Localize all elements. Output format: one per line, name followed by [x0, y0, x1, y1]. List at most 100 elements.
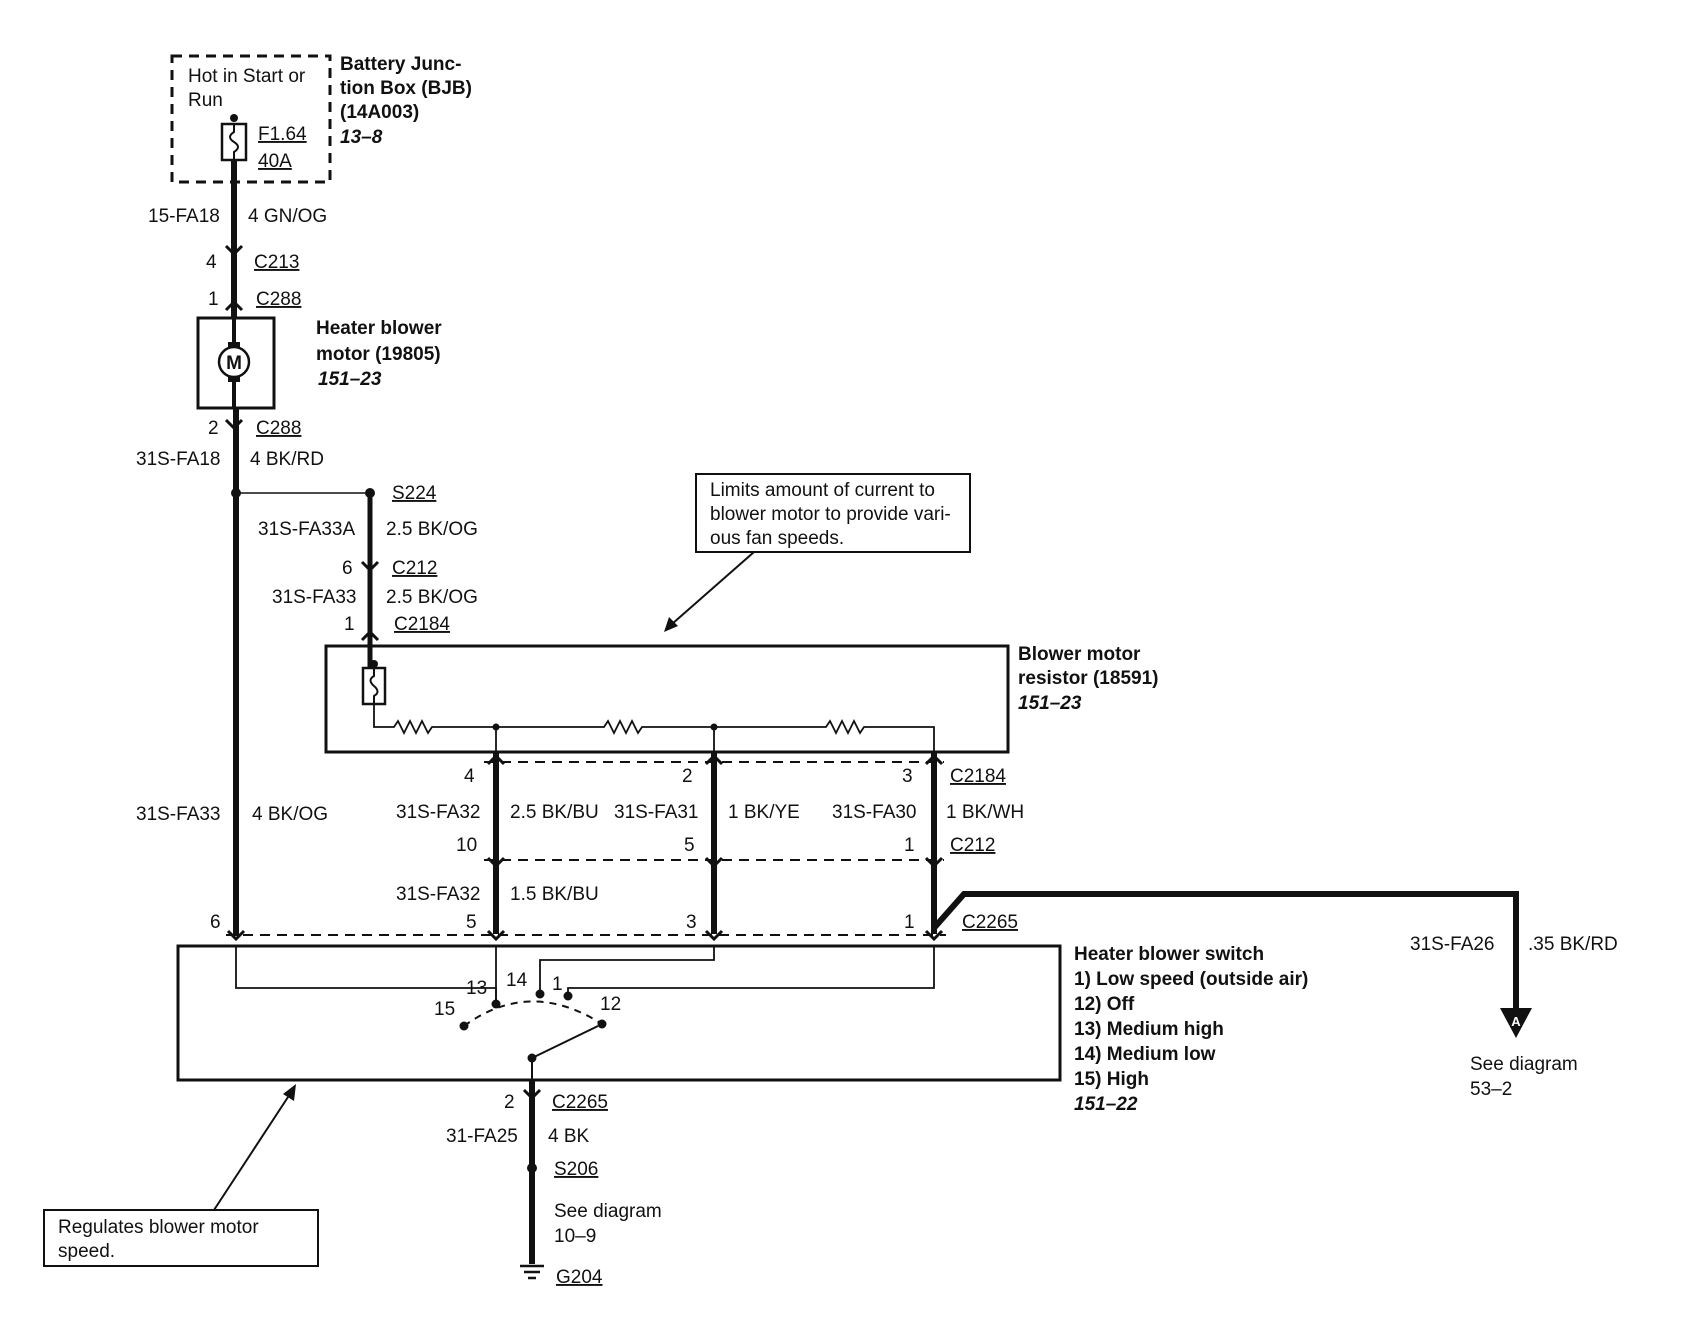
- wire-31s-fa18-gauge-color: 4 BK/RD: [250, 449, 324, 470]
- wire-31s-fa31-gauge-color: 1 BK/YE: [728, 802, 800, 823]
- note-switch-arrowhead: [283, 1084, 296, 1101]
- wire-31-fa25-gauge-color: 4 BK: [548, 1126, 590, 1147]
- motor-output-circuit: 2 C288 31S-FA18 4 BK/RD S224 31S-FA33A 2…: [136, 408, 478, 936]
- switch-terminal-13: [491, 999, 501, 1009]
- blower-motor-resistor: Blower motor resistor (18591) 151–23: [324, 644, 1158, 754]
- connector-a-label: A: [1511, 1014, 1521, 1029]
- c2184-pin4: 4: [464, 766, 475, 787]
- resistor-input-dot: [370, 660, 378, 668]
- switch-wire-high: [235, 946, 497, 1004]
- c288-top-name: C288: [256, 289, 301, 310]
- switch-box: [176, 944, 1062, 1082]
- c2265-bottom-pin: 2: [504, 1092, 515, 1113]
- ground-circuit: 2 C2265 31-FA25 4 BK S206 See diagram 10…: [446, 1080, 662, 1288]
- s206-splice-dot: [527, 1163, 537, 1173]
- wire-31s-fa32-circuit-lower: 31S-FA32: [396, 884, 481, 905]
- wire-31s-fa32-gauge-color-lower: 1.5 BK/BU: [510, 884, 599, 905]
- bjb-page-ref: 13–8: [340, 127, 383, 148]
- wire-31s-fa26: [931, 891, 1519, 1010]
- fuse-element-icon: [229, 124, 239, 160]
- switch-terminal-12: [597, 1019, 607, 1029]
- c213-name: C213: [254, 252, 299, 273]
- wire-15-fa18-circuit: 15-FA18: [148, 206, 220, 227]
- note-switch-callout: Regulates blower motor speed.: [43, 1084, 319, 1267]
- c212-pin10-icon: [486, 856, 506, 869]
- bjb-part-number: (14A003): [340, 102, 419, 123]
- switch-pos-13: 13) Medium high: [1074, 1019, 1224, 1040]
- switch-terminal-15-label: 15: [434, 999, 455, 1020]
- switch-pos-1: 1) Low speed (outside air): [1074, 969, 1308, 990]
- wire-31s-fa18-circuit: 31S-FA18: [136, 449, 221, 470]
- c2265-pin5: 5: [466, 912, 477, 933]
- wire-31s-fa33-circuit-lower: 31S-FA33: [136, 804, 221, 825]
- wire-31s-fa26-circuit: 31S-FA26: [1410, 934, 1495, 955]
- heater-blower-motor: M Heater blower motor (19805) 151–23: [196, 316, 442, 410]
- c212-pin1-icon: [924, 856, 944, 869]
- c2265-bottom-connector-icon: [522, 1088, 542, 1101]
- motor-page-ref: 151–23: [318, 369, 382, 390]
- note-resistor-line1: Limits amount of current to: [710, 480, 935, 501]
- resistor-ladder-wire: [373, 704, 935, 752]
- note-resistor-line2: blower motor to provide vari-: [710, 504, 951, 525]
- wire-31s-fa33a-gauge-color: 2.5 BK/OG: [386, 519, 478, 540]
- c212-pin5: 5: [684, 835, 695, 856]
- thermal-fuse-element: [369, 668, 379, 704]
- note-resistor-leader: [671, 551, 755, 625]
- wire-31s-fa33-circuit-upper: 31S-FA33: [272, 587, 357, 608]
- wire-31s-fa33-gauge-color-upper: 2.5 BK/OG: [386, 587, 478, 608]
- c2184-in-connector-icon: [360, 629, 380, 642]
- c2184-name: C2184: [950, 766, 1006, 787]
- c2265-pin1: 1: [904, 912, 915, 933]
- switch-position-arc: [463, 1000, 603, 1027]
- note-switch-line1: Regulates blower motor: [58, 1217, 259, 1238]
- switch-terminal-12-label: 12: [600, 994, 621, 1015]
- c2265-pin5-icon: [486, 929, 506, 942]
- bjb-condition-line2: Run: [188, 90, 223, 111]
- c212-pin5-icon: [704, 856, 724, 869]
- switch-terminal-15: [459, 1021, 469, 1031]
- c2184-in-name: C2184: [394, 614, 450, 635]
- switch-name: Heater blower switch: [1074, 944, 1264, 965]
- c2184-in-pin: 1: [344, 614, 355, 635]
- ground-icon: [520, 1264, 544, 1280]
- c2265-connector: 6 5 3 1 C2265 31S-FA26 .35 BK/RD A See d…: [210, 891, 1618, 1100]
- fuse-id: F1.64: [258, 124, 307, 145]
- resistor-box: [324, 644, 1010, 754]
- bjb-condition-line1: Hot in Start or: [188, 66, 306, 87]
- g204-name: G204: [556, 1267, 603, 1288]
- c288-bottom-name: C288: [256, 418, 301, 439]
- fuse-top-terminal: [230, 114, 238, 122]
- wire-31s-fa32-circuit-upper: 31S-FA32: [396, 802, 481, 823]
- switch-wire-low: [567, 946, 935, 994]
- wire-31s-fa32-gauge-color-upper: 2.5 BK/BU: [510, 802, 599, 823]
- switch-page-ref: 151–22: [1074, 1094, 1138, 1115]
- c2265-pin6-icon: [226, 929, 246, 942]
- c288-top-connector-icon: [224, 299, 244, 312]
- switch-pos-15: 15) High: [1074, 1069, 1149, 1090]
- switch-terminal-14: [535, 989, 545, 999]
- c2265-pin3: 3: [686, 912, 697, 933]
- fuse-rating: 40A: [258, 151, 292, 172]
- feed-circuit: 15-FA18 4 GN/OG 4 C213 1 C288: [148, 160, 327, 318]
- note-resistor-box: [695, 473, 971, 553]
- wire-31s-fa30-gauge-color: 1 BK/WH: [946, 802, 1024, 823]
- switch-pos-14: 14) Medium low: [1074, 1044, 1216, 1065]
- switch-terminal-1: [563, 991, 573, 1001]
- heater-blower-switch: 15 13 14 1 12 Heater blower switch 1) Lo…: [176, 944, 1308, 1115]
- switch-terminal-1-label: 1: [552, 974, 563, 995]
- bjb-name-line1: Battery Junc-: [340, 54, 461, 75]
- c2265-pin3-icon: [704, 929, 724, 942]
- c2265-pin1-icon: [924, 929, 944, 942]
- connector-a-icon: [1500, 1008, 1532, 1038]
- resistor-output-circuits: 4 2 3 C2184 31S-FA32 2.5 BK/BU 31S-FA31 …: [136, 752, 1024, 934]
- c212-pin1: 1: [904, 835, 915, 856]
- c2184-pin3: 3: [902, 766, 913, 787]
- motor-brush-bottom: [228, 376, 240, 382]
- wire-15-fa18-gauge-color: 4 GN/OG: [248, 206, 327, 227]
- c212-pin10: 10: [456, 835, 477, 856]
- c2265-bottom-name: C2265: [552, 1092, 608, 1113]
- wire-31s-fa33-gauge-color-lower: 4 BK/OG: [252, 804, 328, 825]
- note-resistor-callout: Limits amount of current to blower motor…: [664, 473, 971, 632]
- wire-31-fa25-circuit: 31-FA25: [446, 1126, 518, 1147]
